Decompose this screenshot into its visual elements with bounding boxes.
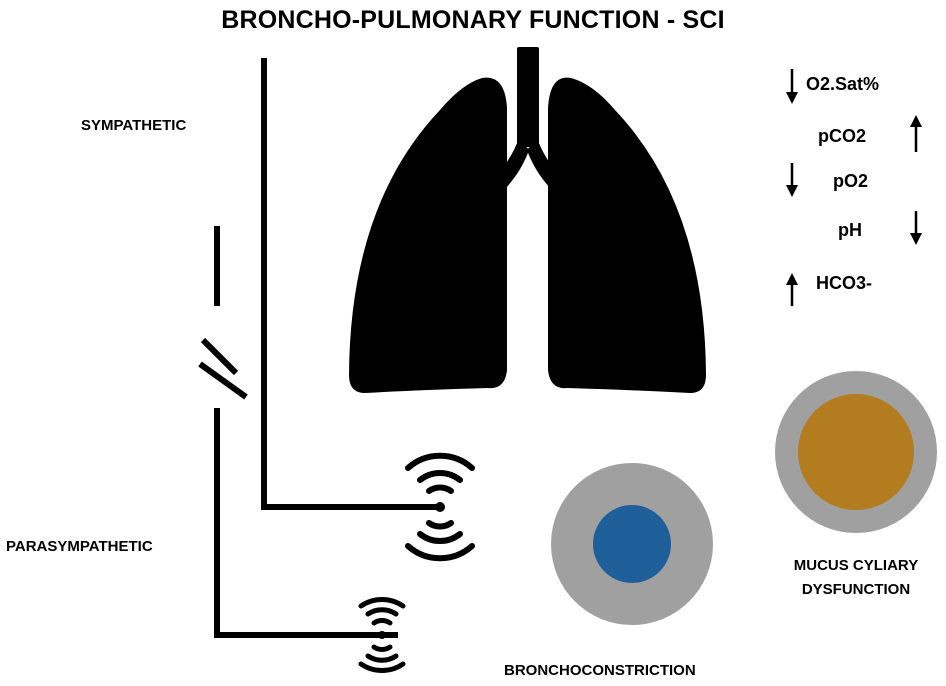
parasympathetic-pathway	[214, 226, 398, 638]
ph-down-arrow-icon	[910, 211, 922, 245]
pco2-up-arrow-icon	[910, 115, 922, 152]
mucus-label-line2: DYSFUNCTION	[801, 581, 911, 598]
mucus-label-line1: MUCUS CYLIARY	[793, 557, 919, 574]
spinal-cord-injury-break-icon	[198, 337, 248, 400]
bronchoconstriction-airway-icon	[551, 463, 713, 625]
o2sat-label: O2.Sat%	[806, 74, 880, 94]
hco3-label: HCO3-	[816, 273, 873, 293]
parasympathetic-signal-icon	[358, 597, 406, 673]
parasympathetic-label: PARASYMPATHETIC	[6, 538, 153, 555]
diagram-title: BRONCHO-PULMONARY FUNCTION - SCI	[221, 6, 725, 34]
sympathetic-signal-icon	[405, 452, 475, 562]
sympathetic-label: SYMPATHETIC	[81, 117, 187, 134]
po2-down-arrow-icon	[786, 163, 798, 197]
ph-label: pH	[838, 220, 862, 240]
lungs-icon	[349, 47, 706, 393]
pco2-label: pCO2	[818, 126, 867, 146]
o2sat-down-arrow-icon	[786, 69, 798, 104]
blood-gas-arrows	[786, 69, 922, 306]
mucus-dysfunction-airway-icon	[775, 371, 937, 533]
sympathetic-pathway	[261, 58, 440, 510]
bronchoconstriction-label: BRONCHOCONSTRICTION	[504, 662, 696, 679]
po2-label: pO2	[833, 171, 869, 191]
hco3-up-arrow-icon	[786, 273, 798, 306]
